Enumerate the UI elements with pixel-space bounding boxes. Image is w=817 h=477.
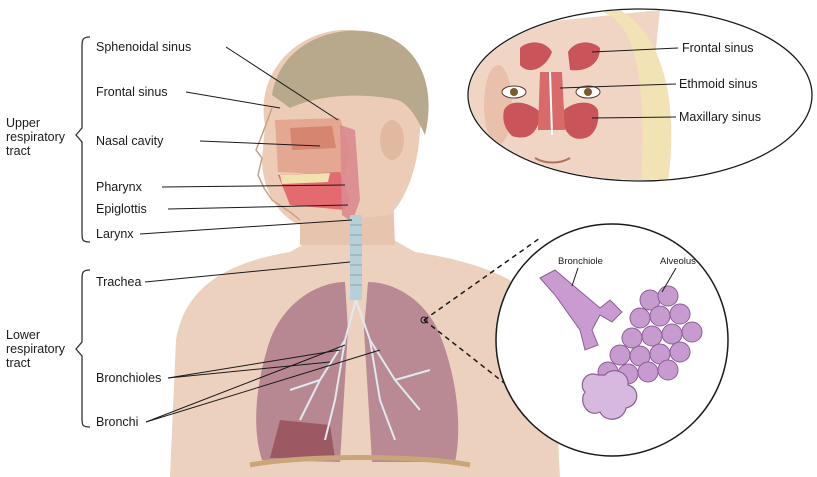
inset-label-ethmoid-sinus: Ethmoid sinus bbox=[679, 77, 758, 91]
label-sphenoidal-sinus: Sphenoidal sinus bbox=[96, 40, 191, 54]
group-label-line: tract bbox=[6, 356, 65, 370]
group-label-line: Lower bbox=[6, 328, 65, 342]
inset-label-maxillary-sinus: Maxillary sinus bbox=[679, 110, 761, 124]
label-bronchi: Bronchi bbox=[96, 415, 138, 429]
inset-label-frontal-sinus: Frontal sinus bbox=[682, 41, 754, 55]
group-label-line: respiratory bbox=[6, 342, 65, 356]
group-label-line: respiratory bbox=[6, 130, 65, 144]
group-label-line: tract bbox=[6, 144, 65, 158]
label-larynx: Larynx bbox=[96, 227, 134, 241]
label-frontal-sinus: Frontal sinus bbox=[96, 85, 168, 99]
lower-respiratory-tract-label: Lower respiratory tract bbox=[6, 328, 65, 370]
label-nasal-cavity: Nasal cavity bbox=[96, 134, 163, 148]
group-label-line: Upper bbox=[6, 116, 65, 130]
inset-label-alveolus: Alveolus bbox=[660, 256, 696, 267]
lower-bracket bbox=[76, 270, 90, 427]
inset-label-bronchiole: Bronchiole bbox=[558, 256, 603, 267]
upper-respiratory-tract-label: Upper respiratory tract bbox=[6, 116, 65, 158]
sinus-inset bbox=[468, 9, 812, 200]
label-trachea: Trachea bbox=[96, 275, 141, 289]
label-pharynx: Pharynx bbox=[96, 180, 142, 194]
label-bronchioles: Bronchioles bbox=[96, 371, 161, 385]
label-epiglottis: Epiglottis bbox=[96, 202, 147, 216]
upper-bracket bbox=[76, 37, 90, 242]
